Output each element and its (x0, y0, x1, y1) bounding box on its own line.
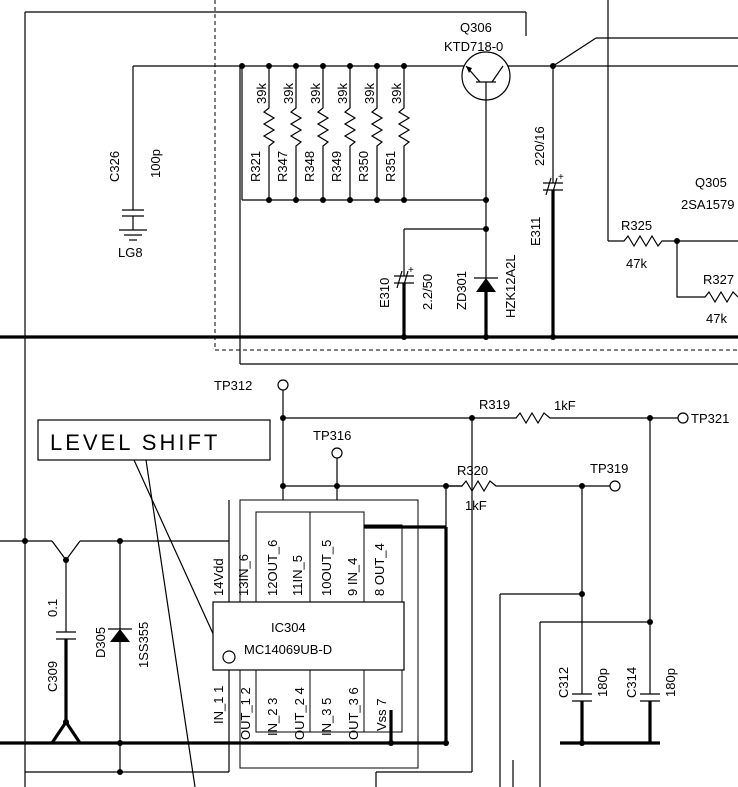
tp321-testpoint (677, 412, 689, 424)
e311-ref: E311 (528, 217, 543, 246)
q306-ref: Q306 (460, 20, 492, 35)
c314-capacitor (640, 418, 660, 743)
c309-capacitor (50, 631, 82, 744)
r350-resistor (370, 66, 384, 200)
r349-value: 39k (335, 83, 350, 104)
r319-resistor (472, 411, 678, 425)
tp319-label: TP319 (590, 461, 628, 476)
tp316-label: TP316 (313, 428, 351, 443)
pin-13-in6: 13IN_6 (236, 554, 251, 596)
e311-capacitor: + (543, 66, 564, 340)
ground-label: LG8 (118, 245, 143, 260)
c312-capacitor (572, 486, 592, 746)
r349-ref: R349 (329, 151, 344, 182)
d305-ref: D305 (93, 627, 108, 658)
tp316-testpoint (331, 447, 343, 459)
pin-5-in3: IN_3 5 (319, 698, 334, 736)
level-shift-label: LEVEL SHIFT (50, 430, 220, 455)
pin-9-in4: 9 IN_4 (345, 558, 360, 596)
c312-value: 180p (595, 668, 610, 697)
pin-8-out4: 8 OUT_4 (372, 543, 387, 596)
e310-value: 2.2/50 (420, 274, 435, 310)
r350-ref: R350 (356, 151, 371, 182)
pin-2-out1: OUT_1 2 (238, 687, 253, 740)
e311-value: 220/16 (532, 126, 547, 166)
pin-14-vdd: 14Vdd (211, 558, 226, 596)
q305-part: 2SA1579 (681, 197, 735, 212)
c326-capacitor (119, 66, 147, 241)
tp319-testpoint (609, 480, 621, 492)
r347-value: 39k (281, 83, 296, 104)
r325-ref: R325 (621, 218, 652, 233)
r320-resistor (446, 479, 610, 493)
r321-value: 39k (254, 83, 269, 104)
c314-ref: C314 (624, 667, 639, 698)
r327-value: 47k (706, 311, 727, 326)
pin-4-out2: OUT_2 4 (292, 687, 307, 740)
tp312-testpoint (277, 379, 289, 391)
r348-resistor (316, 66, 330, 200)
level-shift-box (37, 419, 271, 461)
left-input-network (0, 538, 229, 632)
q306-transistor (461, 51, 511, 101)
r319-ref: R319 (479, 397, 510, 412)
r347-ref: R347 (275, 151, 290, 182)
ic304-part: MC14069UB-D (244, 642, 332, 657)
resistor-bank (239, 63, 489, 203)
pin-6-out3: OUT_3 6 (346, 687, 361, 740)
bottom-routing (375, 593, 650, 787)
tp312-label: TP312 (214, 378, 252, 393)
r319-value: 1kF (554, 398, 576, 413)
pin-7-vss: Vss 7 (374, 698, 389, 731)
svg-text:+: + (558, 172, 564, 183)
r327-ref: R327 (703, 272, 734, 287)
pin-11-in5: 11IN_5 (290, 555, 305, 596)
c326-value: 100p (148, 149, 163, 178)
r351-ref: R351 (383, 151, 398, 182)
c314-value: 180p (663, 668, 678, 697)
r351-resistor (397, 66, 411, 200)
c326-ref: C326 (107, 151, 122, 182)
c312-ref: C312 (556, 667, 571, 698)
pin-12-out6: 12OUT_6 (265, 540, 280, 596)
ic304-ref: IC304 (271, 620, 306, 635)
c309-value: 0.1 (45, 599, 60, 617)
r327-resistor (676, 241, 738, 304)
r321-ref: R321 (248, 151, 263, 182)
q306-part: KTD718-0 (444, 39, 503, 54)
r350-value: 39k (362, 83, 377, 104)
r348-ref: R348 (302, 151, 317, 182)
e310-capacitor: + (394, 228, 486, 340)
d305-part: 1SS355 (136, 622, 151, 668)
r321-resistor (262, 66, 276, 200)
e310-ref: E310 (377, 278, 392, 308)
r320-value: 1kF (465, 498, 487, 513)
d305-diode (25, 541, 229, 775)
zd301-part: HZK12A2L (503, 254, 518, 318)
tp321-label: TP321 (691, 411, 729, 426)
r325-value: 47k (626, 256, 647, 271)
pin-1-in1: IN_1 1 (211, 686, 226, 724)
r325-resistor (608, 234, 738, 248)
zd301-ref: ZD301 (454, 271, 469, 310)
pin-3-in2: IN_2 3 (265, 698, 280, 736)
r351-value: 39k (389, 83, 404, 104)
pin-10-out5: 10OUT_5 (319, 540, 334, 596)
zd301-zener (474, 277, 498, 340)
c309-ref: C309 (45, 661, 60, 692)
ic304-chip (212, 499, 449, 772)
r349-resistor (343, 66, 357, 200)
frame-lines (24, 0, 738, 787)
r320-ref: R320 (457, 463, 488, 478)
r348-value: 39k (308, 83, 323, 104)
svg-text:+: + (408, 265, 414, 276)
r347-resistor (289, 66, 303, 200)
q305-ref: Q305 (695, 175, 727, 190)
